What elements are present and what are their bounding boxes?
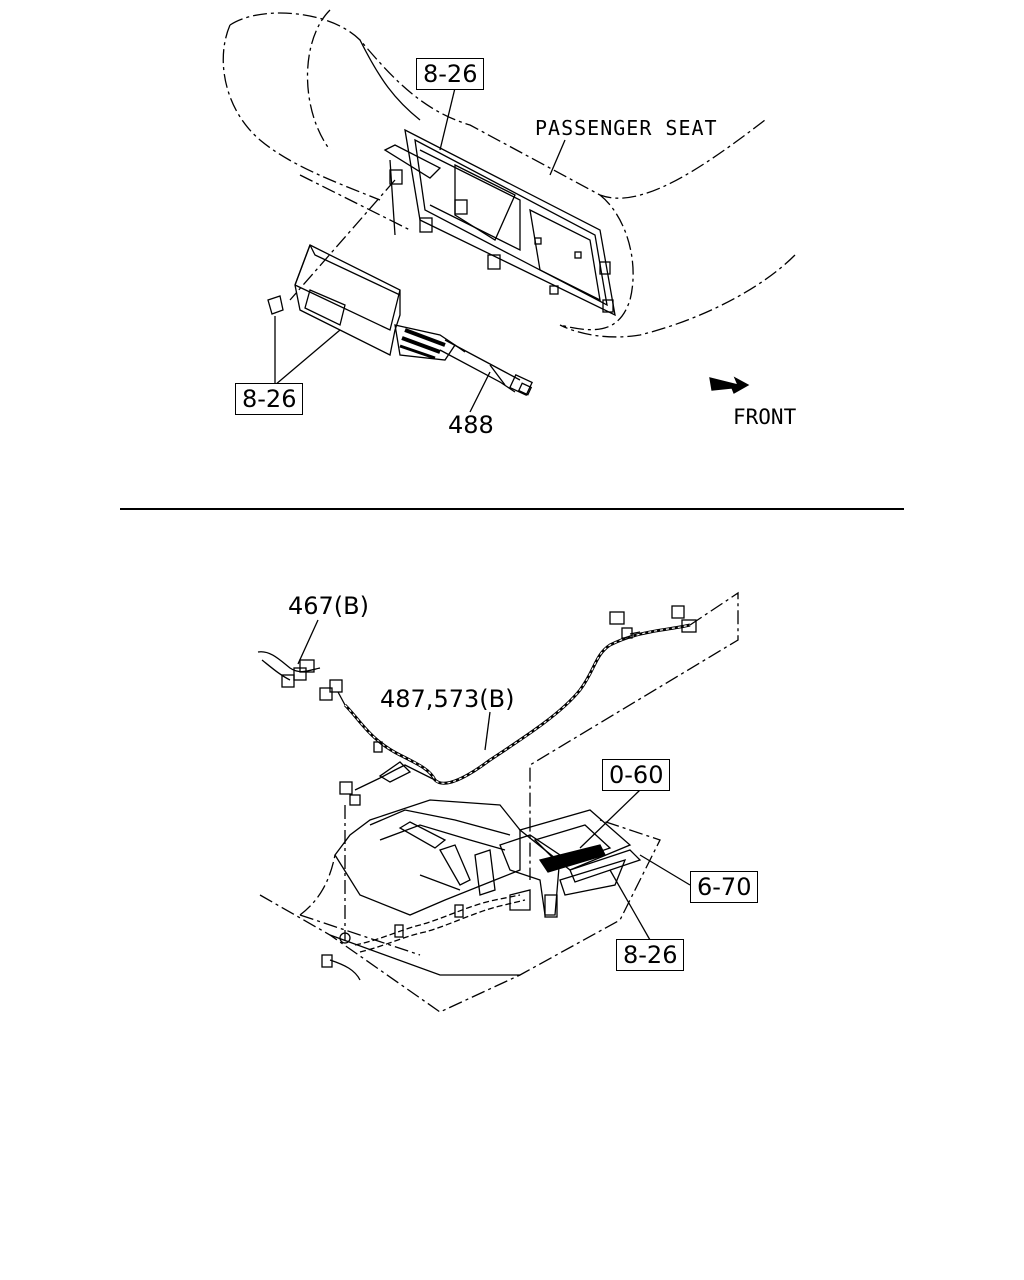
ref-label-8-26-bottom[interactable]: 8-26 <box>616 939 685 971</box>
leader-lines-top <box>274 87 750 413</box>
seat-mounting-bracket <box>404 128 616 317</box>
part-label-488[interactable]: 488 <box>448 411 494 439</box>
passenger-seat-label: PASSENGER SEAT <box>535 116 718 140</box>
leader-lines-bottom <box>297 619 691 941</box>
front-direction-label: FRONT <box>733 405 797 429</box>
ref-label-8-26-left[interactable]: 8-26 <box>235 383 304 415</box>
seat-frame-lower <box>334 799 561 918</box>
ref-label-8-26-top[interactable]: 8-26 <box>416 58 485 90</box>
control-unit-lower <box>518 809 642 896</box>
part-label-487-573b[interactable]: 487,573(B) <box>380 685 515 713</box>
under-floor-wire <box>321 805 526 981</box>
ref-label-6-70[interactable]: 6-70 <box>690 871 759 903</box>
harness-487-573 <box>319 591 739 880</box>
ref-label-0-60[interactable]: 0-60 <box>602 759 671 791</box>
passenger-seat-outline <box>222 9 796 338</box>
control-unit <box>267 144 456 361</box>
harness-488 <box>439 339 533 397</box>
harness-467 <box>257 651 321 688</box>
floor-panel <box>259 819 661 1013</box>
part-label-467b[interactable]: 467(B) <box>288 592 369 620</box>
